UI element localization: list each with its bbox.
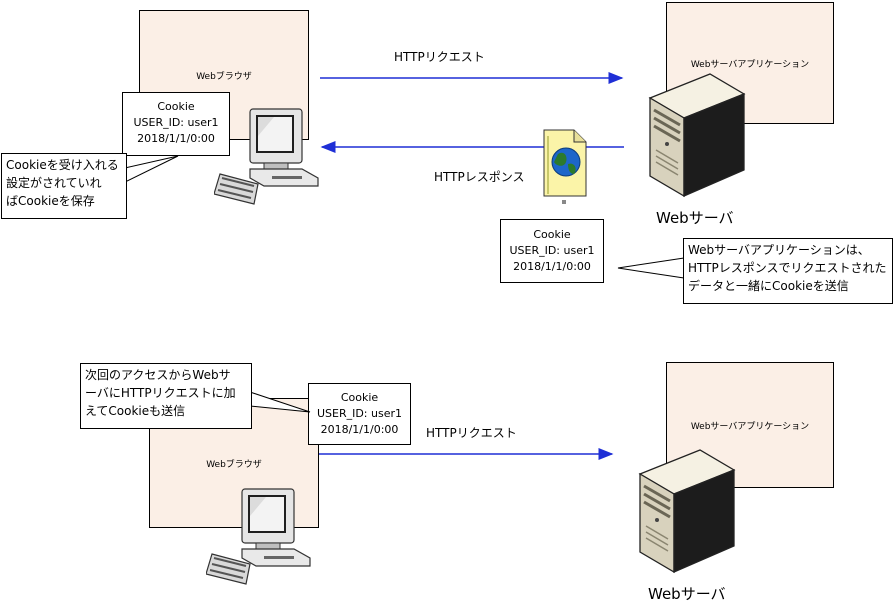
note-line-2: ーバにHTTPリクエストに加 [85, 386, 236, 400]
bottom-browser-label: Webブラウザ [206, 459, 262, 470]
document-globe-icon [543, 129, 587, 204]
cookie-date: 2018/1/1/0:00 [513, 260, 591, 273]
note-line-3: ばCookieを保存 [6, 194, 95, 208]
note-line-1: Webサーバアプリケーションは、 [688, 243, 870, 257]
cookie-title: Cookie [533, 228, 571, 241]
cookie-user-id: USER_ID: user1 [316, 407, 403, 420]
cookie-date: 2018/1/1/0:00 [137, 132, 215, 145]
note-line-1: Cookieを受け入れる [6, 158, 119, 172]
bottom-server-caption: Webサーバ [648, 585, 726, 603]
bottom-request-label: HTTPリクエスト [426, 426, 517, 440]
bottom-server-app-label: Webサーバアプリケーション [690, 421, 810, 432]
top-server-caption: Webサーバ [656, 209, 734, 227]
top-browser-cookie-box: Cookie USER_ID: user1 2018/1/1/0:00 [122, 92, 230, 156]
bottom-request-cookie-box: Cookie USER_ID: user1 2018/1/1/0:00 [308, 383, 411, 445]
computer-icon [214, 108, 319, 205]
server-icon [648, 73, 746, 198]
cookie-date: 2018/1/1/0:00 [320, 423, 399, 436]
top-server-note: Webサーバアプリケーションは、 HTTPレスポンスでリクエストされた データと… [683, 238, 893, 304]
cookie-user-id: USER_ID: user1 [133, 116, 219, 129]
cookie-title: Cookie [157, 100, 195, 113]
cookie-title: Cookie [340, 391, 379, 404]
top-server-app-label: Webサーバアプリケーション [690, 59, 810, 70]
top-request-label: HTTPリクエスト [394, 50, 485, 64]
cookie-user-id: USER_ID: user1 [509, 244, 595, 257]
computer-icon [206, 488, 311, 585]
note-line-3: データと一緒にCookieを送信 [688, 279, 849, 293]
server-icon [638, 449, 736, 574]
top-browser-label: Webブラウザ [196, 71, 252, 82]
note-line-3: えてCookieも送信 [85, 404, 186, 418]
top-response-label: HTTPレスポンス [434, 170, 525, 184]
bottom-browser-note: 次回のアクセスからWebサ ーバにHTTPリクエストに加 えてCookieも送信 [80, 363, 252, 429]
top-response-cookie-box: Cookie USER_ID: user1 2018/1/1/0:00 [500, 219, 604, 283]
note-line-2: 設定がされていれ [6, 176, 102, 190]
top-browser-note: Cookieを受け入れる 設定がされていれ ばCookieを保存 [1, 153, 127, 219]
note-line-2: HTTPレスポンスでリクエストされた [688, 261, 887, 275]
note-line-1: 次回のアクセスからWebサ [85, 368, 231, 382]
